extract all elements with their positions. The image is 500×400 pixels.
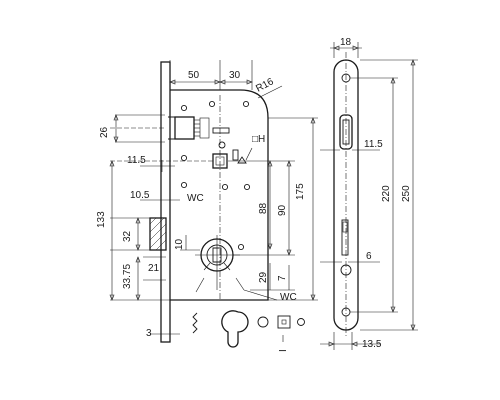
side-view — [320, 42, 418, 350]
wc-bolt-hatch — [149, 217, 167, 251]
label-wc-bottom: WC — [280, 292, 297, 303]
label-h-symbol: □H — [252, 134, 265, 145]
label-r16: R16 — [254, 76, 276, 95]
label-18: 18 — [340, 37, 352, 48]
rivet-8 — [237, 243, 245, 251]
dim-26 — [113, 114, 119, 143]
label-7: 7 — [277, 275, 288, 281]
dim-29-7 — [250, 263, 295, 291]
thumbturn-key — [212, 247, 222, 263]
rivet-4 — [180, 154, 188, 162]
label-6: 6 — [366, 251, 372, 262]
label-90: 90 — [277, 204, 288, 216]
front-view — [109, 60, 318, 348]
lock-case-outline — [170, 89, 269, 301]
label-32: 32 — [122, 230, 133, 242]
label-88: 88 — [258, 202, 269, 214]
label-wc-top: WC — [187, 193, 204, 204]
label-50: 50 — [188, 70, 200, 81]
rivet-top — [218, 141, 226, 149]
label-11-5-right: 11.5 — [364, 139, 383, 150]
dim-33-75 — [135, 256, 141, 301]
label-3: 3 — [146, 328, 152, 339]
dim-32 — [135, 217, 141, 251]
spring-symbol — [192, 312, 198, 334]
label-10-5: 10.5 — [130, 190, 150, 201]
dim-220 — [350, 77, 398, 313]
label-21: 21 — [148, 263, 160, 274]
label-26: 26 — [99, 126, 110, 138]
latch-bolt — [174, 116, 195, 140]
h-symbol-leader — [245, 147, 253, 161]
side-bolt-upper — [342, 221, 348, 233]
wc-bolt — [149, 217, 167, 251]
rivet-7 — [243, 183, 251, 191]
wc-bottom-leaders — [195, 277, 278, 301]
square-spindle-inner — [281, 319, 287, 325]
dim-21 — [143, 256, 166, 281]
label-250: 250 — [401, 185, 412, 202]
dim-88-90 — [228, 160, 295, 256]
r16-leader — [257, 85, 283, 99]
label-10: 10 — [174, 238, 185, 250]
label-175: 175 — [295, 183, 306, 200]
latch-teeth — [194, 117, 210, 139]
rivet-6 — [221, 183, 229, 191]
latch-slot — [212, 127, 230, 134]
dim-175 — [268, 117, 318, 301]
dim-10 — [180, 235, 200, 251]
dim-3 — [150, 305, 180, 340]
label-11-5-left: 11.5 — [127, 155, 146, 166]
square-spindle-icon — [277, 315, 291, 329]
direction-marker — [237, 156, 247, 164]
label-33-75: 33.75 — [122, 264, 133, 289]
dim-18 — [330, 42, 362, 58]
bottom-accessories — [192, 310, 305, 348]
label-29: 29 — [258, 271, 269, 283]
latch-bolt-edge — [168, 116, 175, 140]
rivet-2 — [208, 100, 216, 108]
faceplate-strip — [160, 61, 171, 343]
rivet-1 — [180, 104, 188, 112]
follower-tab — [232, 149, 239, 161]
dim-13-5 — [320, 332, 380, 350]
cylinder-profile-icon — [221, 310, 249, 348]
thumbturn-icon — [257, 316, 269, 328]
label-133: 133 — [96, 211, 107, 228]
label-13-5: 13.5 — [362, 339, 382, 350]
dim-250 — [360, 59, 418, 331]
small-round-icon — [297, 318, 305, 326]
side-bolt-opening — [341, 219, 349, 256]
dimension-labels: 50 30 R16 26 11.5 10.5 WC 133 32 21 33.7… — [96, 37, 412, 352]
rivet-5 — [180, 181, 188, 189]
rivet-3 — [242, 100, 250, 108]
label-roman-i: I — [278, 349, 289, 352]
dim-133 — [109, 160, 115, 301]
label-30: 30 — [229, 70, 241, 81]
cylinder-ticks — [203, 262, 231, 271]
dim-top — [169, 60, 253, 90]
label-220: 220 — [381, 185, 392, 202]
